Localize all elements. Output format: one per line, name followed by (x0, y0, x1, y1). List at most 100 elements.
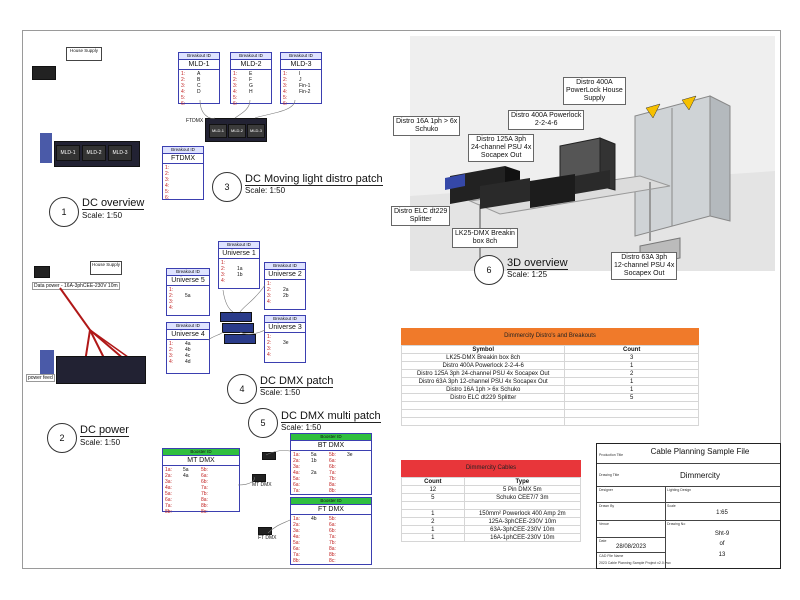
card-cell: 5: (283, 95, 288, 101)
card-row: 1: (267, 281, 303, 287)
card-row: 3: (165, 177, 201, 183)
card-cell: 8b: (329, 488, 336, 494)
card-cell: 7b: (329, 540, 336, 546)
card-row: 2: F (233, 77, 269, 83)
card-row: 1: (221, 260, 257, 266)
card-cell: 3a: (293, 464, 300, 470)
table-cell (463, 501, 582, 510)
card-cell: 6a: (201, 473, 208, 479)
card-row: 2:5a (169, 293, 207, 299)
card-cell: Fin-2 (299, 89, 311, 95)
dmx-patch-links (207, 284, 266, 341)
view-6-scale: Scale: 1:25 (507, 270, 548, 279)
table-row (401, 501, 582, 510)
production-title: Cable Planning Sample File (650, 447, 750, 456)
card-cell: 8a: (201, 497, 208, 503)
card-cell: 5a: (293, 476, 300, 482)
card-cell: 3: (283, 83, 288, 89)
card-cell: 4: (165, 183, 170, 189)
card-row: 4: (221, 278, 257, 284)
view-3-number: 3 (212, 172, 242, 202)
table-cell: 5 (564, 393, 699, 402)
card-cell: 6b: (201, 479, 208, 485)
table-cell: 5 Pin DMX 5m (463, 485, 582, 494)
power-cable-label-b: power feed (26, 374, 55, 382)
table-cell: 2 (401, 517, 465, 526)
card-row: 6a:8a: (293, 546, 369, 552)
card-cell: 2: (267, 340, 272, 346)
callout-line: Socapex Out (623, 270, 665, 277)
card-row: 7a:8b: (165, 503, 237, 509)
card-cell: 2a: (165, 473, 172, 479)
table-cell: 16A-1phCEE-230V 10m (463, 533, 582, 542)
card-cell: 2a (283, 287, 289, 293)
table-cell: Schuko CEE7/7 3m (463, 493, 582, 502)
callout-line: 2-2-4-6 (534, 120, 558, 127)
card-cell: 1: (165, 165, 170, 171)
card-cell: 3: (221, 272, 226, 278)
card-row: 3: 1b (221, 272, 257, 278)
scale-value: 1:65 (716, 510, 728, 516)
card-cell: 1: (221, 260, 226, 266)
card-cell: 4: (221, 278, 226, 284)
card-row: 3a: 6b: (165, 479, 237, 485)
card-cell: 5a: (293, 540, 300, 546)
card-cell: 3: (165, 177, 170, 183)
card-cell: 1b (237, 272, 243, 278)
rack-mld-2: MLD-2 (82, 145, 106, 161)
sheet-total: 13 (718, 552, 726, 558)
title-block: Production Title Cable Planning Sample F… (596, 443, 781, 569)
view-5-name: DC DMX multi patch (281, 410, 381, 423)
card-cell: 8b: (201, 503, 208, 509)
card-cell: 3: (169, 299, 174, 305)
overview-rack-group: MLD-1 MLD-2 MLD-3 (40, 133, 140, 167)
card-cell: F (249, 77, 253, 83)
view-4-scale: Scale: 1:50 (260, 388, 301, 397)
card-row: 2:B (181, 77, 217, 83)
card-cell: 6b: (329, 464, 336, 470)
card-cell: 2: (233, 77, 238, 83)
table-row (400, 401, 699, 410)
card-cell: 3e (347, 452, 353, 458)
power-house-supply-label: House Supply (90, 261, 122, 275)
table-row (400, 417, 699, 426)
card-row: 4: (169, 305, 207, 311)
card-cell: H (249, 89, 253, 95)
card-row: 6: (165, 195, 201, 201)
card-row: 4a:7a: (293, 534, 369, 540)
card-row: 4: (267, 299, 303, 305)
card-row: 1: (169, 287, 207, 293)
card-cell: 1: (169, 341, 174, 347)
card-row: 1:E (233, 71, 269, 77)
card-cell: 7a: (329, 470, 336, 476)
card-row: 3a:6b: (293, 528, 369, 534)
table-cell: 1 (564, 385, 699, 394)
card-cell: 4: (169, 305, 174, 311)
table-cell (401, 501, 465, 510)
view-1-number: 1 (49, 197, 79, 227)
multi-device-mt: MT DMX (252, 474, 272, 488)
card-row: 3:4c (169, 353, 207, 359)
card-cell: 3a: (293, 528, 300, 534)
table-cell: 150mm² Powerlock 400 Amp 2m (463, 509, 582, 518)
card-row: 4: (165, 183, 201, 189)
card-row: 5: (181, 95, 217, 101)
card-row: 2:1a (221, 266, 257, 272)
card-cell: 3a: (165, 479, 172, 485)
table-row: Distro 125A 3ph 24-channel PSU 4x Socape… (400, 369, 699, 378)
card-row: 2:4b (169, 347, 207, 353)
view-5-scale: Scale: 1:50 (281, 423, 322, 432)
card-row: 4:Fin-2 (283, 89, 319, 95)
card-cell: 2: (267, 287, 272, 293)
